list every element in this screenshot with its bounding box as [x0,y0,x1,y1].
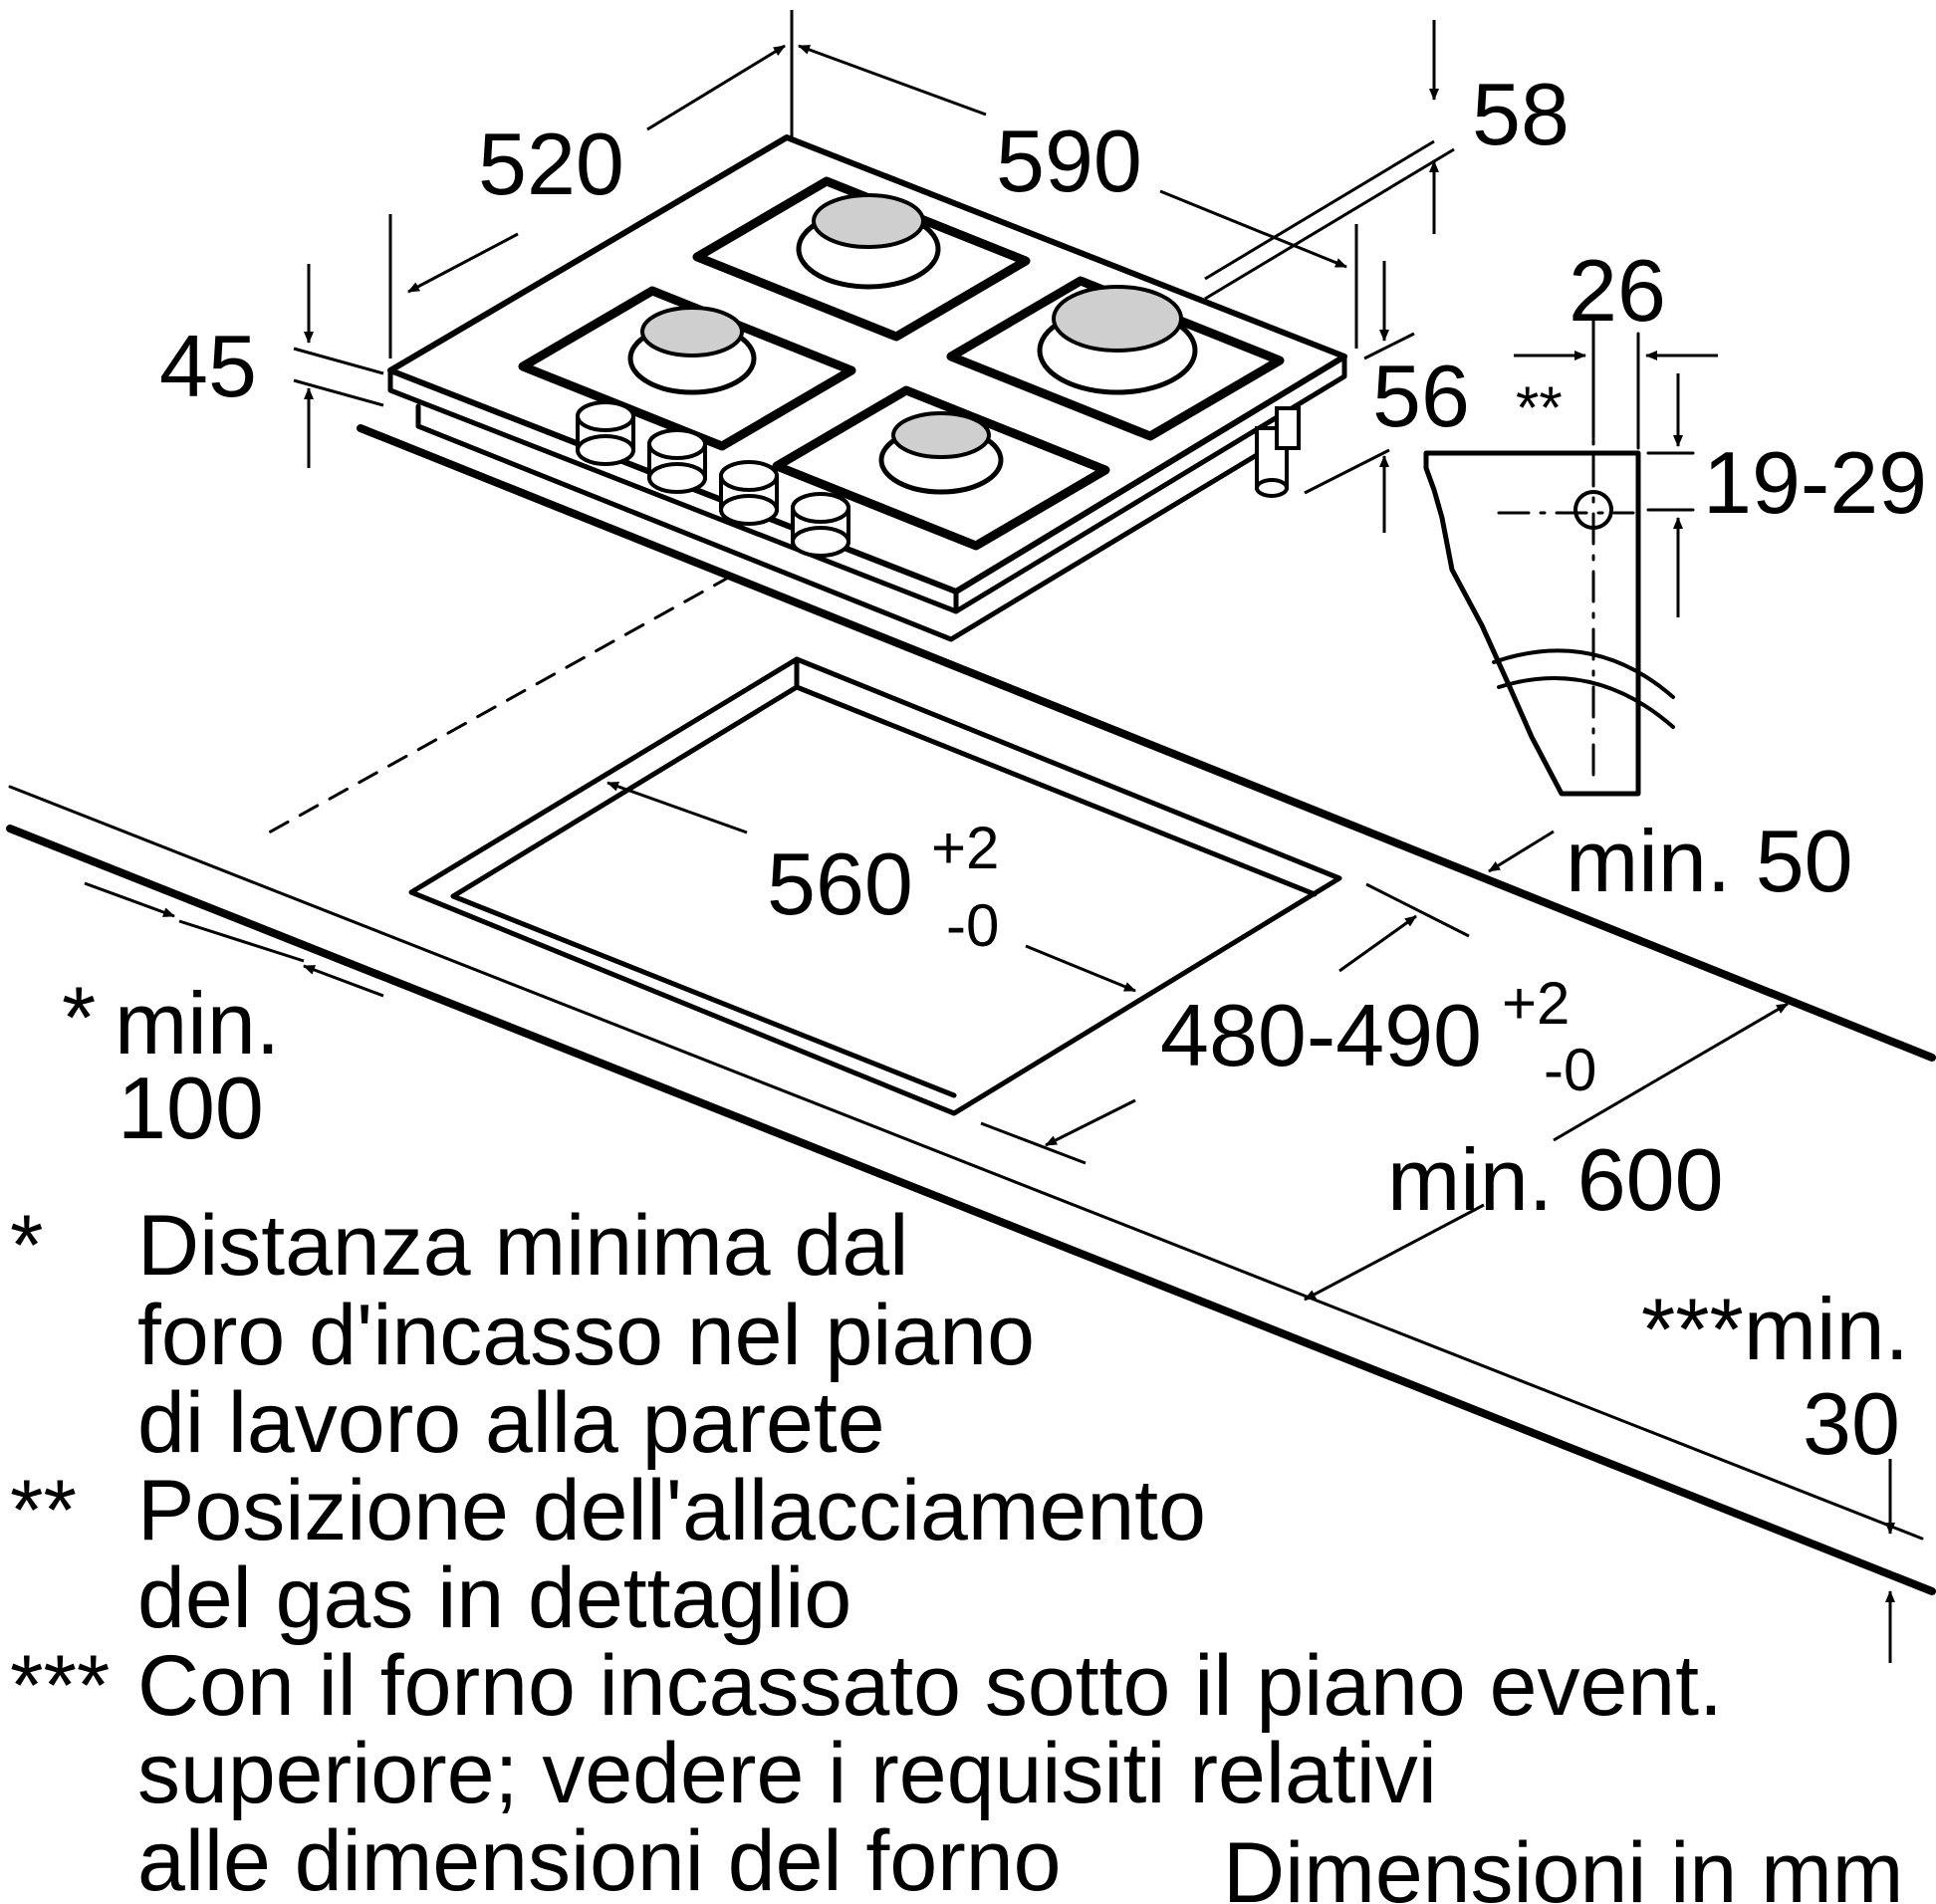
note-2-marker: ** [10,1463,77,1558]
units-note: Dimensioni in mm [1223,1825,1903,1904]
label-gas-marker: ** [1516,374,1563,441]
pan-support-right [946,276,1285,441]
pan-support-back [692,176,1031,342]
label-56: 56 [1372,347,1470,445]
control-knobs [576,400,850,558]
knob-2 [647,428,707,494]
note-3-line-2: superiore; vedere i requisiti relativi [137,1726,1437,1821]
knob-4 [791,492,850,558]
pan-support-front [772,385,1110,551]
dimension-labels: 520 590 58 45 56 26 ** 19-29 560 +2 -0 4… [62,65,1927,1473]
note-1-line-1: Distanza minima dal [137,1198,908,1294]
burner-back [796,193,941,290]
label-560-tol-plus: +2 [931,815,999,881]
pan-support-left [518,286,856,451]
burner-left [627,306,757,395]
note-2-line-1: Posizione dell'allacciamento [137,1463,1206,1558]
cutout-outer [408,656,1342,1116]
note-3-line-3: alle dimensioni del forno [137,1813,1061,1904]
projection-line [267,574,734,834]
knob-3 [719,460,779,526]
worktop [6,424,1936,1595]
label-590: 590 [996,112,1142,210]
cutout [408,656,1342,1116]
knob-1 [576,400,635,466]
note-2-line-2: del gas in dettaglio [137,1550,851,1646]
label-560: 560 [767,834,913,933]
hob-body [415,403,1298,642]
note-3-line-1: Con il forno incassato sotto il piano ev… [137,1638,1723,1734]
label-min-50: min. 50 [1566,812,1853,910]
footnotes: * Distanza minima dal foro d'incasso nel… [10,1198,1903,1904]
cutout-inner [450,656,1318,1098]
label-min-30-value: 30 [1803,1374,1900,1473]
note-1-line-2: foro d'incasso nel piano [137,1288,1035,1383]
note-1-line-3: di lavoro alla parete [137,1375,885,1471]
hob-drawing [267,134,1347,834]
note-3-marker: *** [10,1638,110,1734]
label-19-29: 19-29 [1703,433,1927,532]
label-480-490-tol-plus: +2 [1502,970,1570,1037]
label-min-100-marker: * [62,968,96,1067]
label-560-tol-minus: -0 [946,892,999,959]
hob-front-edge [387,354,1347,614]
label-480-490: 480-490 [1160,986,1482,1084]
label-520: 520 [478,115,624,213]
label-min-100-value: 100 [118,1059,264,1157]
label-min-30-label: ***min. [1641,1280,1909,1378]
label-45: 45 [159,317,257,415]
label-min-100-label: min. [115,974,280,1072]
note-1-marker: * [10,1198,43,1294]
gas-connection-detail [1423,317,1695,797]
label-480-490-tol-minus: -0 [1544,1037,1596,1103]
label-58: 58 [1472,65,1570,163]
label-min-600: min. 600 [1387,1130,1724,1229]
label-26: 26 [1569,241,1666,340]
burner-right [1037,285,1198,395]
dimension-lines [84,10,1895,1663]
gas-connector [1255,406,1301,498]
burner-front [878,411,1004,495]
